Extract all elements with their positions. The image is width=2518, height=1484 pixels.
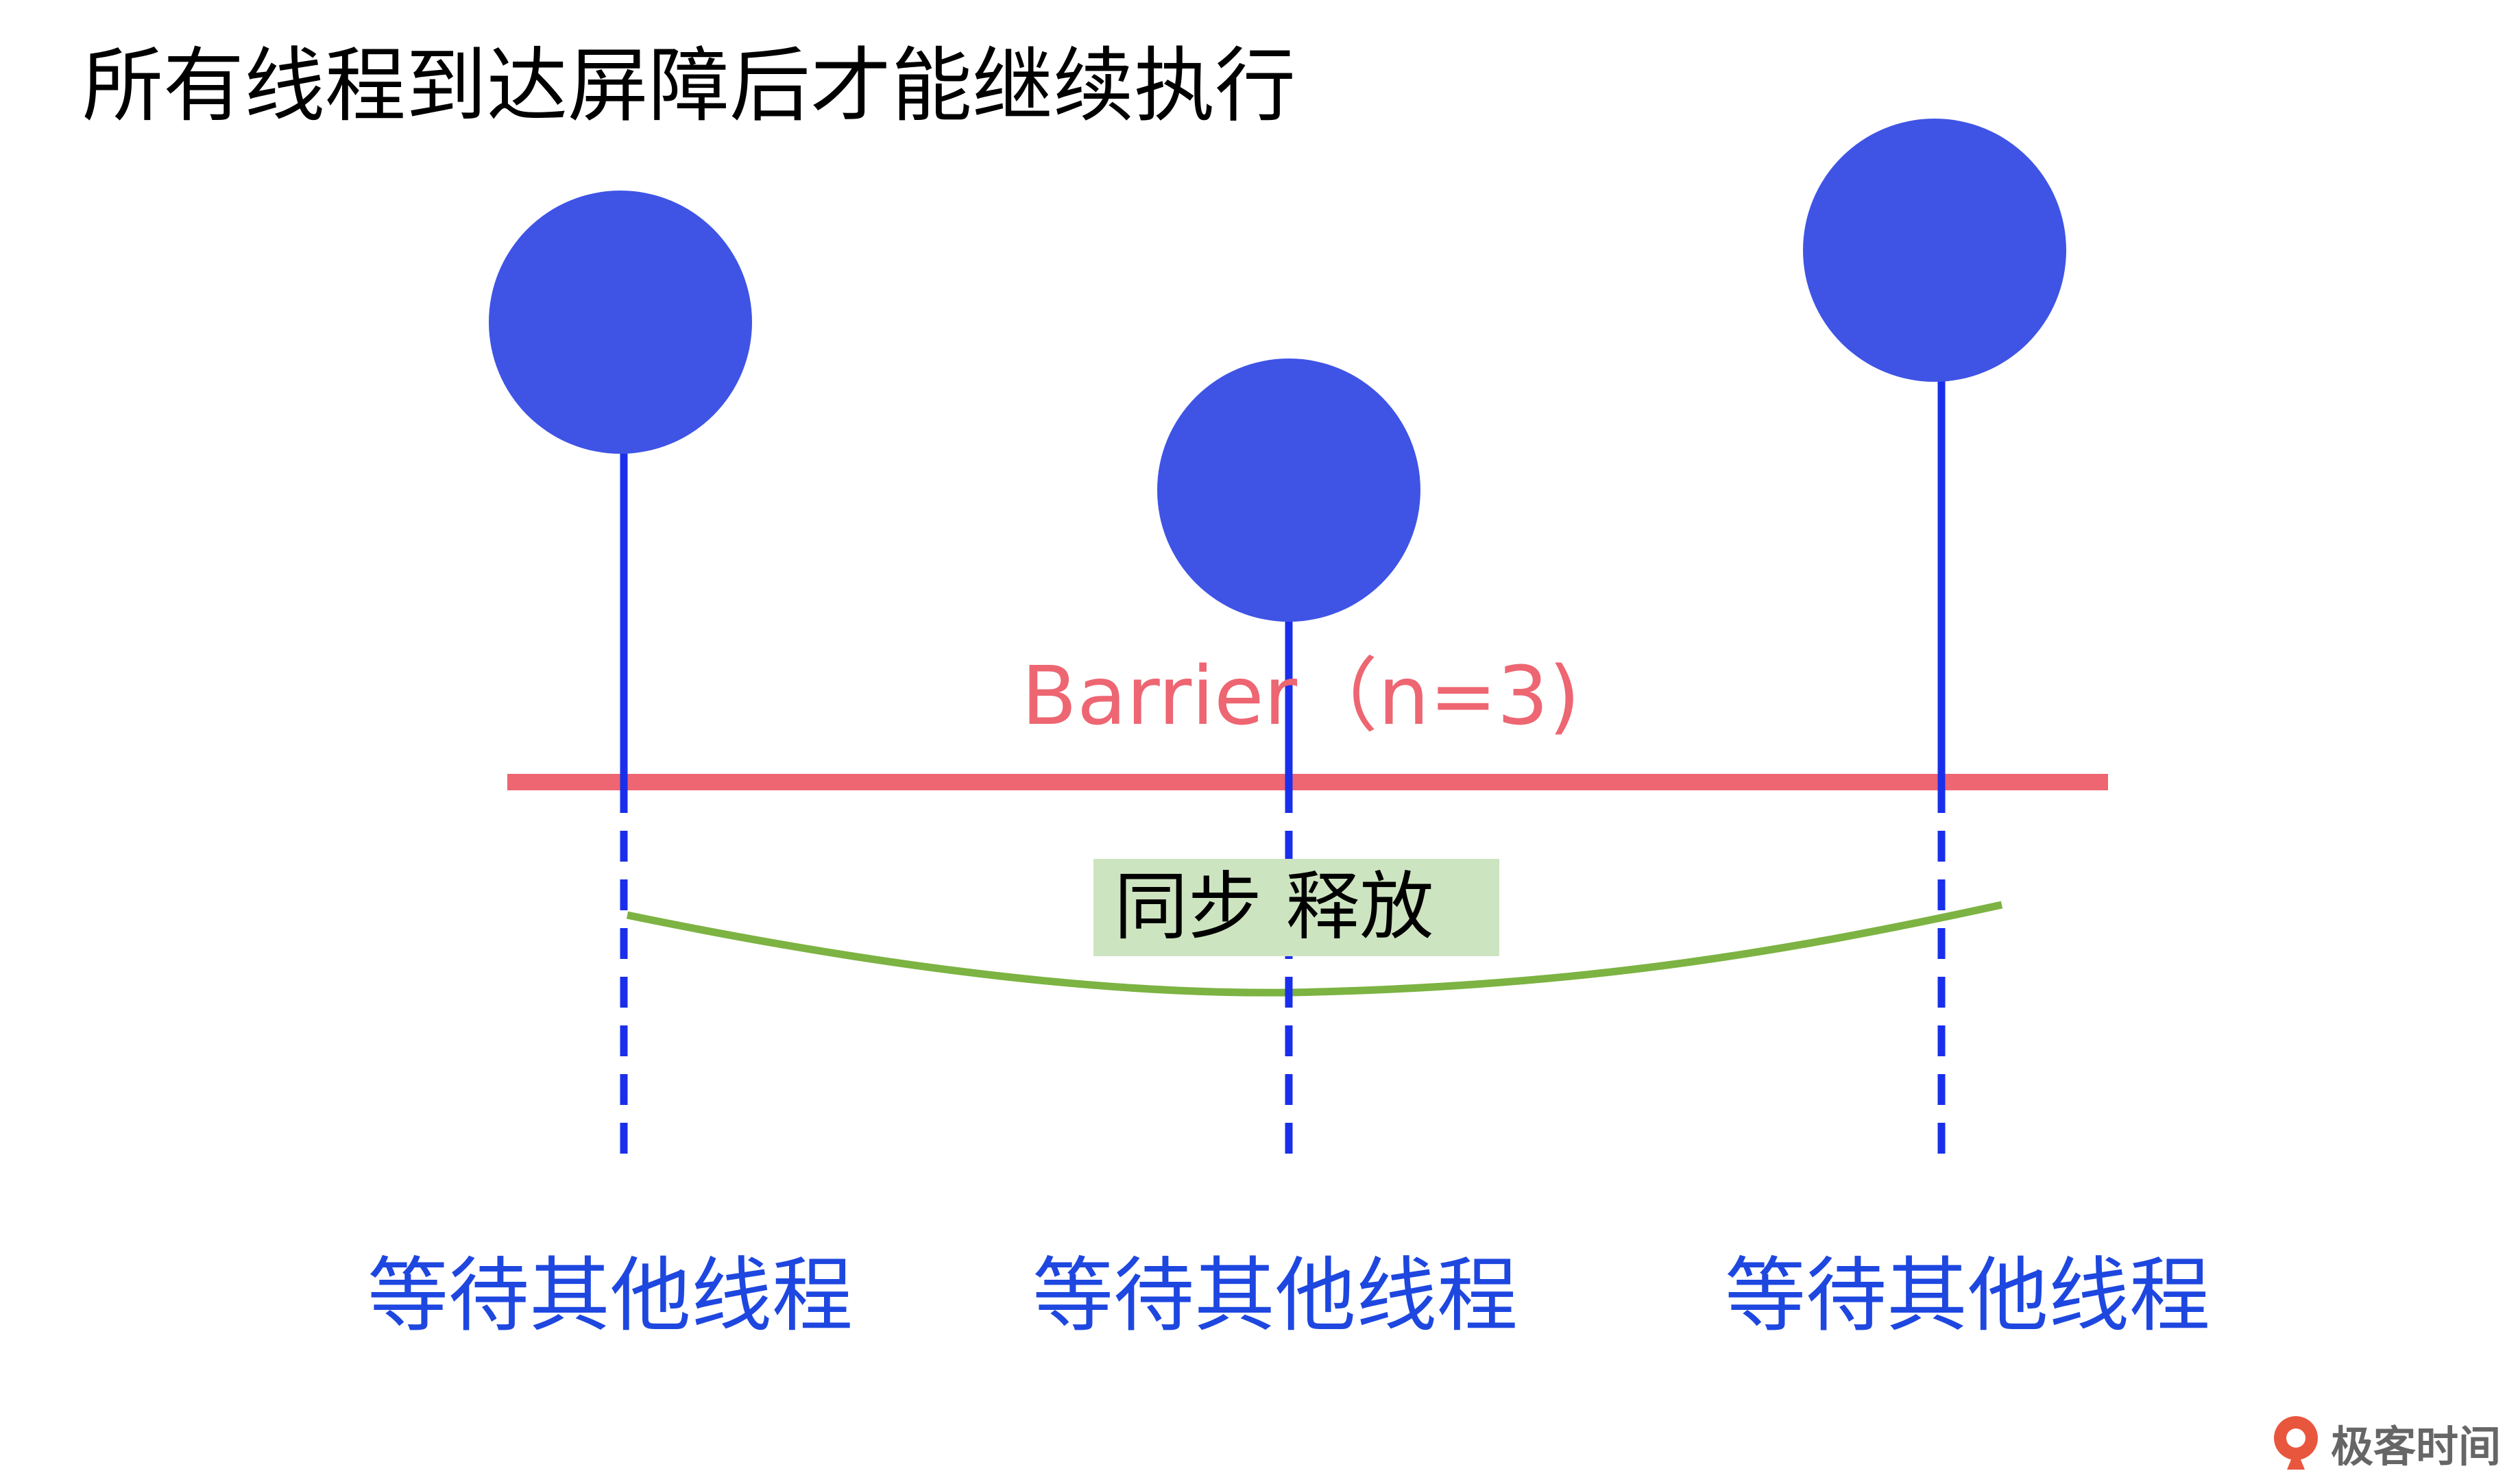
barrier-label: Barrier（n=3): [1021, 648, 1580, 743]
thread-2-wait-label: 等待其他线程: [1032, 1248, 1518, 1343]
brand-logo-icon: [2274, 1416, 2318, 1470]
brand-name: 极客时间: [2331, 1422, 2502, 1472]
page-title: 所有线程到达屏障后才能继续执行: [82, 38, 1296, 133]
thread-2-node: [1157, 358, 1420, 622]
thread-1-wait-label: 等待其他线程: [367, 1248, 853, 1343]
thread-1-node: [489, 191, 752, 454]
sync-release-label: 同步 释放: [1093, 859, 1499, 956]
thread-3-node: [1803, 119, 2066, 382]
brand-logo: 极客时间: [2269, 1409, 2501, 1477]
thread-3-wait-label: 等待其他线程: [1724, 1248, 2210, 1343]
